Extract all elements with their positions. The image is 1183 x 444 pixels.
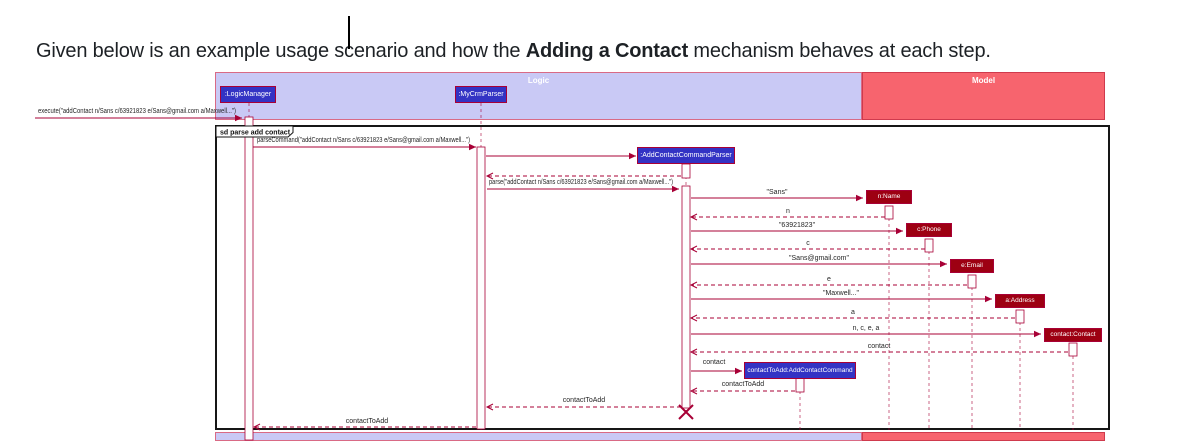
activation-bar <box>795 377 805 393</box>
message-label: "Maxwell..." <box>823 290 860 297</box>
message-label: parseCommand("addContact n/Sans c/639218… <box>257 137 470 144</box>
message-label: "63921823" <box>779 222 816 229</box>
model-group-label: Model <box>971 76 996 85</box>
participant-phone: c:Phone <box>906 223 952 237</box>
activation-bar <box>967 274 977 289</box>
message-label: contactToAdd <box>563 397 606 404</box>
activation-bar <box>924 238 934 253</box>
model-group-band-bottom <box>862 432 1105 441</box>
message-label: contact <box>703 359 726 366</box>
return-arrowhead-icon <box>689 281 698 289</box>
message-label: a <box>851 309 855 316</box>
sync-arrowhead-icon <box>672 185 679 193</box>
participant-contacttoadd: contactToAdd:AddContactCommand <box>744 362 856 379</box>
activation-bar <box>681 163 691 179</box>
sync-arrowhead-icon <box>856 194 863 202</box>
logic-group-band-bottom <box>215 432 862 441</box>
message-label: n, c, e, a <box>853 325 880 332</box>
return-arrowhead-icon <box>485 403 494 411</box>
sd-frame <box>215 125 1110 430</box>
message-label: parse("addContact n/Sans c/63921823 e/Sa… <box>489 179 673 186</box>
message-label: n <box>786 208 790 215</box>
message-label: contact <box>868 343 891 350</box>
activation-bar <box>244 116 254 441</box>
model-group-band: Model <box>862 72 1105 120</box>
message-label: contactToAdd <box>722 381 765 388</box>
participant-mycrmparser: :MyCrmParser <box>455 86 507 103</box>
message-label: "Sans@gmail.com" <box>789 255 849 262</box>
return-arrowhead-icon <box>252 423 261 431</box>
participant-email: e:Email <box>950 259 994 273</box>
return-arrowhead-icon <box>689 348 698 356</box>
logic-group-band: Logic <box>215 72 862 120</box>
sync-arrowhead-icon <box>735 367 742 375</box>
sync-arrowhead-icon <box>985 295 992 303</box>
sync-arrowhead-icon <box>469 143 476 151</box>
message-label: execute("addContact n/Sans c/63921823 e/… <box>38 108 236 115</box>
page-title: Given below is an example usage scenario… <box>36 40 1146 63</box>
sync-arrowhead-icon <box>235 114 242 122</box>
sync-arrowhead-icon <box>896 227 903 235</box>
destroy-icon <box>678 404 694 420</box>
activation-bar <box>681 185 691 409</box>
sync-arrowhead-icon <box>940 260 947 268</box>
text-cursor <box>348 16 350 49</box>
heading-suffix: mechanism behaves at each step. <box>688 40 991 62</box>
sync-arrowhead-icon <box>629 152 636 160</box>
sync-arrowhead-icon <box>1034 330 1041 338</box>
message-label: e <box>827 276 831 283</box>
return-arrowhead-icon <box>689 314 698 322</box>
sd-frame-tab-label: sd parse add contact <box>220 130 291 137</box>
return-arrowhead-icon <box>689 245 698 253</box>
activation-bar <box>884 205 894 220</box>
activation-bar <box>1068 342 1078 357</box>
message-label: c <box>806 240 810 247</box>
return-arrowhead-icon <box>485 172 494 180</box>
participant-contact: contact:Contact <box>1044 328 1102 342</box>
message-label: "Sans" <box>767 189 788 196</box>
participant-name: n:Name <box>866 190 912 204</box>
message-label: contactToAdd <box>346 418 389 425</box>
participant-addcontactcommandparser: :AddContactCommandParser <box>637 147 735 164</box>
heading-bold-term: Adding a Contact <box>525 40 689 62</box>
activation-bar <box>476 146 486 430</box>
activation-bar <box>1015 309 1025 324</box>
return-arrowhead-icon <box>689 387 698 395</box>
heading-prefix: Given below is an example usage scenario… <box>36 40 526 62</box>
return-arrowhead-icon <box>689 213 698 221</box>
logic-group-label: Logic <box>527 76 550 85</box>
participant-logicmanager: :LogicManager <box>220 86 276 103</box>
participant-address: a:Address <box>995 294 1045 308</box>
sd-frame-tab <box>215 125 294 138</box>
